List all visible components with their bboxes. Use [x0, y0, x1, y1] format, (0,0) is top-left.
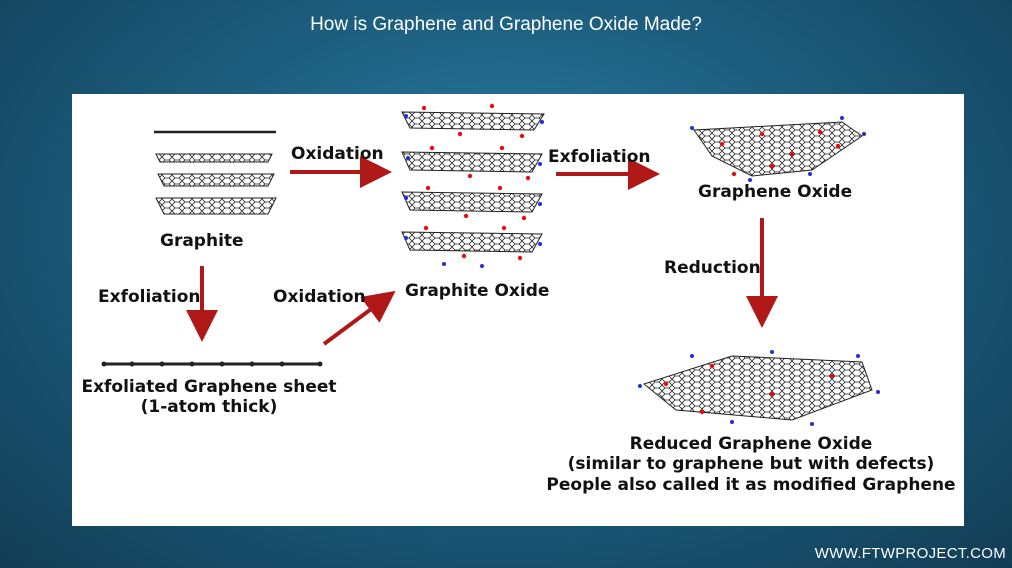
graphene-sheet-icon — [101, 361, 323, 367]
oxidation-label-mid: Oxidation — [273, 287, 366, 307]
reduced-graphene-oxide-caption: Reduced Graphene Oxide (similar to graph… — [546, 434, 956, 495]
graphite-structure-icon — [154, 130, 277, 215]
graphite-label: Graphite — [160, 231, 244, 251]
reduced-graphene-oxide-structure-icon — [638, 350, 880, 426]
diagram-art — [101, 103, 880, 426]
exfoliation-label-top: Exfoliation — [548, 147, 651, 167]
rgo-caption-line-3: People also called it as modified Graphe… — [546, 474, 956, 495]
graphite-oxide-structure-icon — [401, 103, 545, 268]
diagram-panel: Graphite Oxidation Graphite Oxide Exfoli… — [72, 94, 964, 526]
slide-title: How is Graphene and Graphene Oxide Made? — [310, 14, 702, 35]
rgo-caption-line-2: (similar to graphene but with defects) — [567, 454, 935, 475]
graphite-oxide-label: Graphite Oxide — [405, 281, 550, 301]
rgo-caption-line-1: Reduced Graphene Oxide — [629, 434, 873, 454]
graphene-oxide-structure-icon — [690, 116, 866, 182]
exfoliated-graphene-caption: Exfoliated Graphene sheet (1-atom thick) — [74, 377, 344, 418]
exfoliation-label-left: Exfoliation — [98, 287, 201, 307]
exfoliated-caption-line-2: (1-atom thick) — [140, 397, 278, 418]
reduction-label: Reduction — [664, 258, 761, 278]
oxidation-label-top: Oxidation — [291, 144, 384, 164]
graphene-oxide-label: Graphene Oxide — [698, 182, 853, 202]
footer-website-link[interactable]: WWW.FTWPROJECT.COM — [814, 545, 1006, 562]
exfoliated-caption-line-1: Exfoliated Graphene sheet — [81, 377, 337, 397]
oxidation-arrow-mid — [322, 290, 396, 346]
